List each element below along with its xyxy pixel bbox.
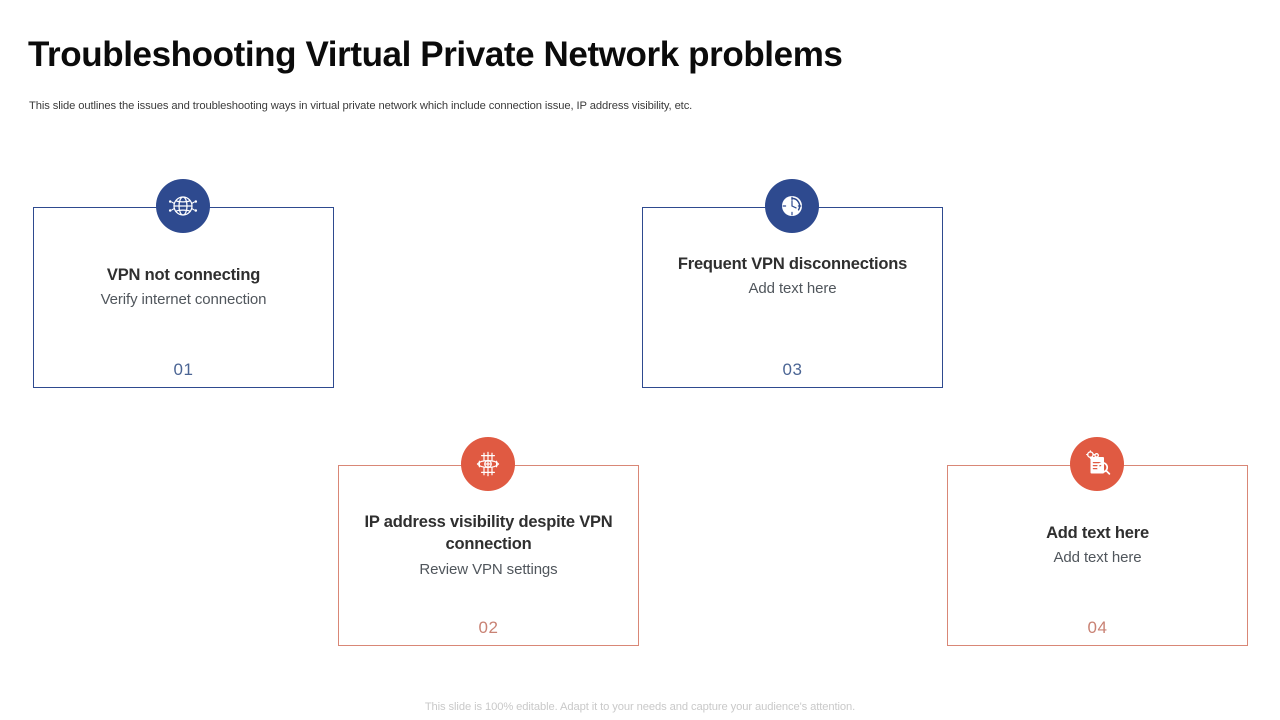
- footer-note: This slide is 100% editable. Adapt it to…: [424, 701, 856, 713]
- eye-circuit-icon: [461, 437, 515, 491]
- page-subtitle: This slide outlines the issues and troub…: [29, 100, 693, 112]
- card-add-text-here[interactable]: Add text here Add text here 04: [947, 465, 1248, 646]
- document-search-gear-icon: [1070, 437, 1124, 491]
- globe-network-icon: [156, 179, 210, 233]
- card-subtext: Add text here: [748, 280, 837, 298]
- card-heading: VPN not connecting: [106, 266, 261, 284]
- card-subtext: Verify internet connection: [100, 291, 267, 309]
- card-frequent-vpn-disconnections[interactable]: Frequent VPN disconnections Add text her…: [642, 207, 943, 388]
- card-number: 03: [782, 360, 803, 379]
- card-vpn-not-connecting[interactable]: VPN not connecting Verify internet conne…: [33, 207, 334, 388]
- clock-icon: [765, 179, 819, 233]
- card-subtext: Review VPN settings: [419, 560, 558, 578]
- card-ip-address-visibility[interactable]: IP address visibility despite VPN connec…: [338, 465, 639, 646]
- card-heading: Frequent VPN disconnections: [677, 255, 908, 273]
- card-heading: IP address visibility despite VPN connec…: [364, 513, 613, 554]
- card-number: 01: [173, 360, 194, 379]
- card-number: 02: [478, 618, 499, 637]
- page-title: Troubleshooting Virtual Private Network …: [28, 35, 843, 74]
- card-heading: Add text here: [1046, 524, 1149, 542]
- card-subtext: Add text here: [1053, 549, 1142, 567]
- card-number: 04: [1087, 618, 1108, 637]
